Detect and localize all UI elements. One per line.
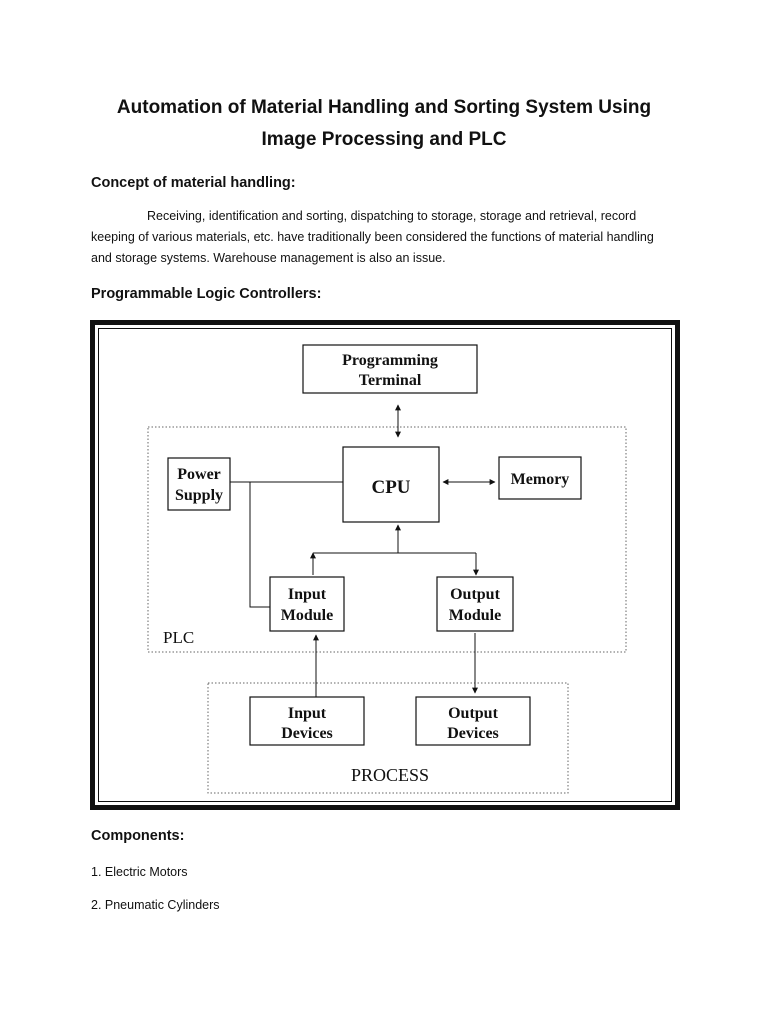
figure-inner-border xyxy=(98,328,672,802)
title-line-2: Image Processing and PLC xyxy=(261,129,507,150)
cpu-label: CPU xyxy=(371,477,410,498)
output-devices-line1: Output xyxy=(448,705,498,722)
output-module-line2: Module xyxy=(449,607,501,624)
output-module-line1: Output xyxy=(450,586,500,603)
list-item: 1. Electric Motors xyxy=(91,865,188,879)
paragraph-line-3: and storage systems. Warehouse managemen… xyxy=(91,251,446,265)
power-supply-box xyxy=(167,457,231,511)
document-title: Automation of Material Handling and Sort… xyxy=(60,92,708,156)
input-module-box xyxy=(269,576,345,632)
memory-label: Memory xyxy=(511,471,570,488)
plc-region xyxy=(147,426,627,653)
memory-box xyxy=(498,456,582,500)
input-devices-box xyxy=(249,696,365,746)
list-item: 2. Pneumatic Cylinders xyxy=(91,898,220,912)
heading-components: Components: xyxy=(91,828,185,844)
paragraph-line-1: Receiving, identification and sorting, d… xyxy=(147,209,637,223)
output-module-box xyxy=(436,576,514,632)
plc-label: PLC xyxy=(163,628,194,647)
programming-terminal-line2: Terminal xyxy=(359,372,422,389)
process-region xyxy=(207,682,569,794)
cpu-box xyxy=(342,446,440,523)
input-module-line2: Module xyxy=(281,607,333,624)
title-line-1: Automation of Material Handling and Sort… xyxy=(116,97,652,118)
power-supply-line2: Supply xyxy=(175,487,223,504)
process-label: PROCESS xyxy=(351,765,429,785)
power-supply-line1: Power xyxy=(177,466,221,483)
output-devices-line2: Devices xyxy=(447,725,499,742)
heading-plc: Programmable Logic Controllers: xyxy=(91,286,322,302)
output-devices-box xyxy=(415,696,531,746)
diagram-svg: Programming Terminal CPU Memory Power Su… xyxy=(147,344,627,794)
programming-terminal-line1: Programming xyxy=(342,352,438,369)
input-devices-line2: Devices xyxy=(281,725,333,742)
plc-block-diagram: Programming Terminal CPU Memory Power Su… xyxy=(90,320,680,810)
paragraph-material-handling: Receiving, identification and sorting, d… xyxy=(91,206,691,269)
power-to-input-line xyxy=(249,482,270,608)
paragraph-line-2: keeping of various materials, etc. have … xyxy=(91,230,654,244)
programming-terminal-box xyxy=(302,344,478,394)
input-devices-line1: Input xyxy=(288,705,327,722)
input-module-line1: Input xyxy=(288,586,327,603)
heading-material-handling: Concept of material handling: xyxy=(91,175,296,191)
